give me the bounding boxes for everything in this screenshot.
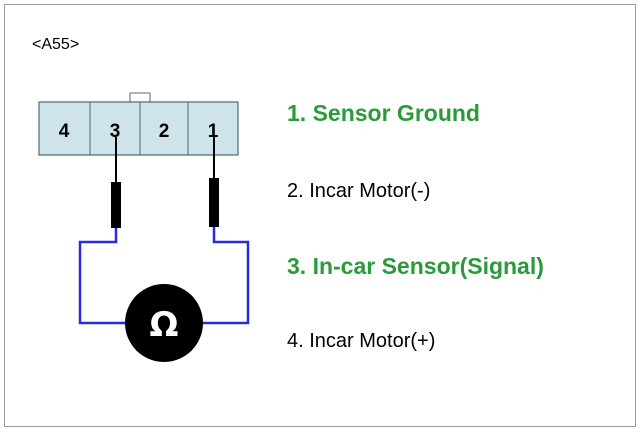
connector-pin-2: 2 [159, 121, 170, 142]
connector-latch [129, 92, 151, 103]
meter-wire-left [78, 228, 128, 325]
pin-description-1: 1. Sensor Ground [287, 100, 480, 126]
connector-pin-4: 4 [59, 121, 70, 142]
diagram-frame [4, 4, 636, 427]
ohm-symbol: Ω [150, 305, 179, 345]
pin-description-2: 2. Incar Motor(-) [287, 180, 431, 202]
probe-left [111, 182, 121, 228]
meter-wire-right [202, 227, 250, 325]
pin-description-3: 3. In-car Sensor(Signal) [287, 253, 544, 279]
probe-right [209, 178, 219, 227]
ohmmeter-icon [125, 284, 203, 362]
connector-body [38, 101, 239, 156]
connector-pin-1: 1 [208, 121, 219, 142]
connector-id-label: <A55> [32, 36, 80, 53]
pin-description-4: 4. Incar Motor(+) [287, 330, 436, 352]
connector-pin-3: 3 [110, 121, 121, 142]
